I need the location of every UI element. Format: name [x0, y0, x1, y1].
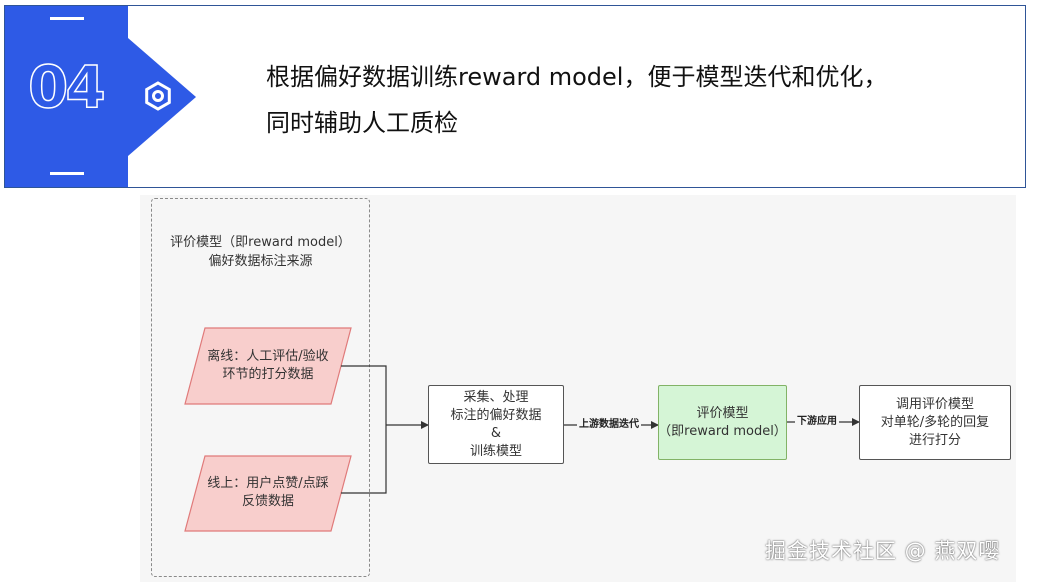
- model-node-label: 评价模型 （即reward model）: [658, 385, 787, 460]
- model-node-line1: 评价模型: [696, 405, 749, 421]
- process-node-line4: 训练模型: [469, 443, 522, 459]
- offline-source-label: 离线：人工评估/验收 环节的打分数据: [190, 340, 346, 392]
- process-node: [428, 385, 564, 464]
- online-connector: [341, 425, 387, 494]
- source-panel-title-line2: 偏好数据标注来源: [208, 254, 313, 269]
- online-source-shape: [184, 455, 352, 532]
- downstream-edge-label: 下游应用: [795, 416, 839, 428]
- top-dash: [50, 17, 84, 20]
- usage-node-label: 调用评价模型 对单轮/多轮的回复 进行打分: [859, 385, 1011, 460]
- process-node-line3: &: [490, 425, 502, 441]
- upstream-edge-label: 上游数据迭代: [577, 419, 641, 431]
- usage-node-line2: 对单轮/多轮的回复: [880, 414, 990, 430]
- source-panel-title: 评价模型（即reward model） 偏好数据标注来源: [151, 233, 370, 271]
- process-node-line2: 标注的偏好数据: [450, 407, 542, 423]
- online-source-line1: 线上：用户点赞/点踩: [207, 476, 329, 491]
- section-number-block: [5, 6, 128, 187]
- offline-source-shape: [184, 327, 352, 405]
- model-node: [658, 385, 787, 460]
- usage-node-line1: 调用评价模型: [895, 396, 974, 412]
- process-node-line1: 采集、处理: [463, 389, 529, 405]
- online-source-line2: 反馈数据: [241, 494, 294, 509]
- header-description-line1: 根据偏好数据训练reward model，便于模型迭代和优化，: [266, 63, 888, 91]
- watermark: 掘金技术社区 @ 燕双嘤: [765, 539, 1001, 563]
- offline-source-line1: 离线：人工评估/验收: [207, 349, 329, 364]
- hexagon-nut-icon: [145, 81, 171, 111]
- bottom-dash: [50, 172, 84, 175]
- header-description-line2: 同时辅助人工质检: [266, 109, 458, 137]
- model-node-line2: （即reward model）: [658, 423, 787, 439]
- usage-node: [859, 385, 1011, 460]
- usage-node-line3: 进行打分: [908, 432, 961, 448]
- source-panel: [151, 198, 370, 577]
- online-source-label: 线上：用户点赞/点踩 反馈数据: [190, 467, 346, 519]
- section-number: 04: [27, 53, 106, 121]
- offline-source-line2: 环节的打分数据: [222, 367, 314, 382]
- offline-connector: [341, 365, 387, 425]
- source-panel-title-line1: 评价模型（即reward model）: [170, 235, 351, 250]
- header-description: 根据偏好数据训练reward model，便于模型迭代和优化， 同时辅助人工质检: [266, 54, 986, 146]
- process-node-label: 采集、处理 标注的偏好数据 & 训练模型: [428, 385, 564, 464]
